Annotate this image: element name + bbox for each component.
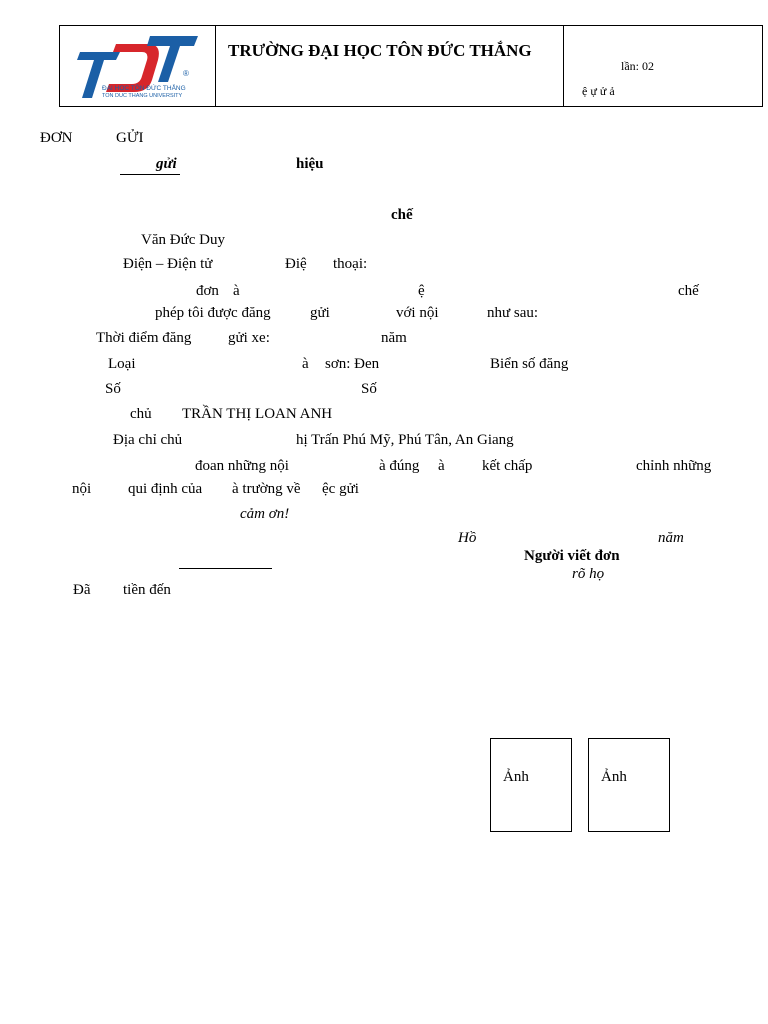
- photo-box-2: Ảnh: [588, 738, 670, 832]
- paid-b: tiền đến: [123, 582, 171, 598]
- paid-a: Đã: [73, 582, 91, 598]
- commit-2b: qui định của: [128, 481, 203, 497]
- line2-a: phép tôi được đăng: [155, 305, 271, 321]
- line1-d: chế: [678, 283, 699, 299]
- line2-d: như sau:: [487, 305, 539, 321]
- line1-b: à: [233, 283, 240, 299]
- phone-label-b: thoại:: [333, 256, 368, 272]
- recipient-gui: gửi: [156, 156, 177, 172]
- header-divider-right: [563, 26, 564, 106]
- commit-1e: chỉnh những: [636, 458, 712, 474]
- number-label-2: Số: [361, 381, 377, 397]
- commit-1b: à đúng: [379, 458, 420, 474]
- photo-label-1: Ảnh: [503, 769, 529, 785]
- applicant-name: Văn Đức Duy: [141, 232, 225, 248]
- school-name: TRƯỜNG ĐẠI HỌC TÔN ĐỨC THẮNG: [228, 41, 532, 60]
- title-gui: GỬI: [116, 130, 144, 146]
- owner-name: TRẦN THỊ LOAN ANH: [182, 406, 333, 422]
- line1-a: đơn: [196, 283, 219, 299]
- commit-1c: à: [438, 458, 445, 474]
- vehicle-type-b: à: [302, 356, 309, 372]
- writer-label: Người viết đơn: [524, 548, 620, 564]
- logo-registered-mark: ®: [183, 69, 189, 78]
- date-year: năm: [658, 530, 684, 546]
- time-label-c: năm: [381, 330, 407, 346]
- commit-1a: đoan những nội: [195, 458, 289, 474]
- phone-label-a: Điệ: [285, 256, 307, 272]
- place-text: Hồ: [458, 530, 477, 546]
- recipient-underline: [120, 174, 180, 175]
- plate-label: Biển số đăng: [490, 356, 569, 372]
- tdt-logo-icon: [77, 36, 198, 98]
- number-label-1: Số: [105, 381, 121, 397]
- signature-name-hint: rõ họ: [572, 566, 605, 582]
- edition-number: lần: 02: [621, 59, 654, 73]
- commit-2a: nội: [72, 481, 92, 497]
- title-don: ĐƠN: [40, 130, 73, 146]
- commit-1d: kết chấp: [482, 458, 533, 474]
- owner-label: chủ: [130, 406, 152, 422]
- department: Điện – Điện tử: [123, 256, 213, 272]
- header-divider-left: [215, 26, 216, 106]
- vehicle-color: sơn: Đen: [325, 356, 380, 372]
- address-label: Địa chỉ chủ: [113, 432, 183, 448]
- time-label-b: gửi xe:: [228, 330, 270, 346]
- logo-caption-vn: ĐẠI HỌC TÔN ĐỨC THẮNG: [102, 85, 186, 92]
- recipient-hieu: hiệu: [296, 156, 324, 172]
- address-value: hị Trấn Phú Mỹ, Phú Tân, An Giang: [296, 432, 514, 448]
- left-signature-line: [179, 568, 272, 569]
- time-label-a: Thời điểm đăng: [96, 330, 192, 346]
- logo-caption-en: TON DUC THANG UNIVERSITY: [102, 93, 183, 99]
- vehicle-type-a: Loại: [108, 356, 136, 372]
- line2-c: với nội: [396, 305, 439, 321]
- header-table: [59, 25, 763, 107]
- subject-che: chế: [391, 207, 413, 223]
- header-fragment: ệ ự ử ả: [582, 84, 615, 98]
- commit-2d: ệc gửi: [322, 481, 359, 497]
- line1-c: ệ: [418, 283, 425, 299]
- photo-label-2: Ảnh: [601, 769, 627, 785]
- school-logo: ® ĐẠI HỌC TÔN ĐỨC THẮNG TON DUC THANG UN…: [70, 30, 205, 102]
- line2-b: gửi: [310, 305, 330, 321]
- commit-2c: à trường về: [232, 481, 301, 497]
- thanks-text: cảm ơn!: [240, 506, 290, 522]
- photo-box-1: Ảnh: [490, 738, 572, 832]
